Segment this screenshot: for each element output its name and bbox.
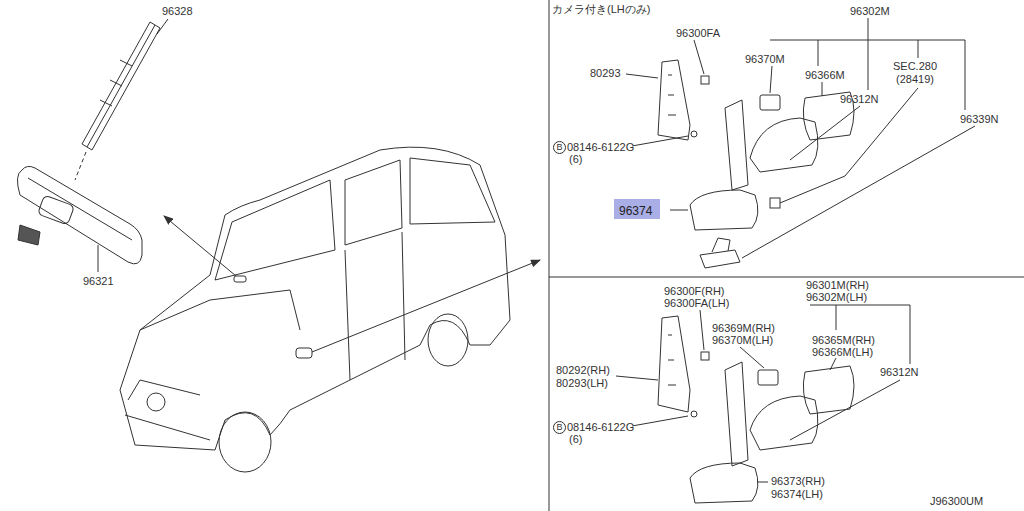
callout-number: 80293 [590, 67, 621, 79]
callout-number: 96370M(LH) [712, 334, 773, 346]
bolt-symbol: B [553, 141, 566, 154]
callout-number: 96366M(LH) [812, 346, 873, 358]
callout-number: 96300FA(LH) [664, 297, 729, 309]
callout-number: 96328 [162, 5, 193, 17]
callout-number: J96300UM [930, 495, 983, 507]
callout-number: 96312N [880, 366, 919, 378]
highlight-box: 96374 [614, 199, 660, 219]
callout-number: 96302M [850, 5, 890, 17]
callout-number: 96374 [619, 204, 652, 218]
callout-number: (6) [569, 153, 582, 165]
callout-number: 96300FA [676, 27, 720, 39]
callout-number: SEC.280 [893, 60, 937, 72]
callout-number: 08146-6122G [567, 421, 634, 433]
callout-number: 96302M(LH) [806, 291, 867, 303]
bolt-symbol: B [553, 421, 566, 434]
callout-number: 80292(RH) [556, 364, 610, 376]
callout-number: 08146-6122G [567, 141, 634, 153]
callout-number: 96321 [83, 275, 114, 287]
callout-number: 96366M [805, 69, 845, 81]
callout-number: 96301M(RH) [806, 279, 869, 291]
callout-number: (28419) [896, 73, 934, 85]
callout-number: 96374(LH) [771, 488, 823, 500]
callout-number: 96300F(RH) [664, 285, 725, 297]
callout-number: (6) [569, 433, 582, 445]
callout-number: 96312N [840, 93, 879, 105]
callout-number: 96369M(RH) [712, 322, 775, 334]
callout-number: カメラ付き(LHのみ) [552, 3, 650, 15]
callout-number: 96373(RH) [771, 475, 825, 487]
callout-number: 80293(LH) [556, 377, 608, 389]
callout-number: 96339N [960, 113, 999, 125]
callout-number: 96365M(RH) [812, 334, 875, 346]
callout-number: 96370M [745, 53, 785, 65]
